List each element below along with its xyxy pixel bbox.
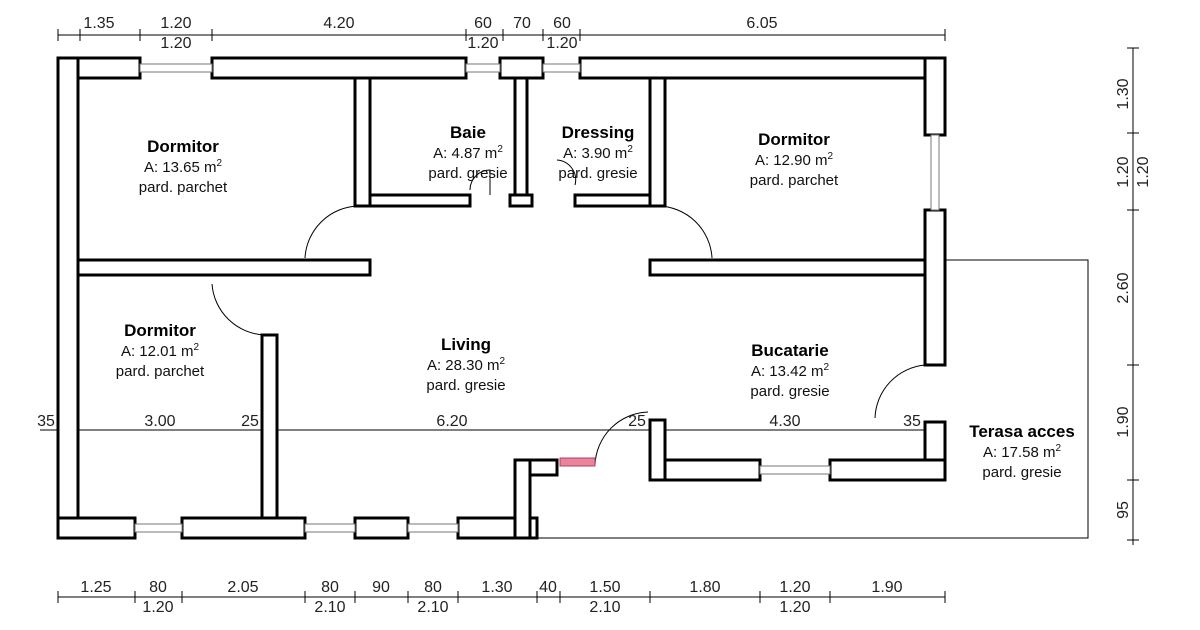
room-area: A: 17.58 m2	[983, 443, 1062, 461]
dim-mid: 35	[903, 413, 921, 430]
dim-mid: 25	[241, 413, 259, 430]
room-name: Dormitor	[124, 321, 196, 340]
room-label: Living A: 28.30 m2 pard. gresie	[426, 335, 505, 394]
dim-right: 2.60	[1115, 272, 1132, 303]
room-label: Dormitor A: 13.65 m2 pard. parchet	[139, 137, 228, 196]
dim-bottom: 80	[149, 579, 167, 596]
room-floor: pard. parchet	[139, 179, 228, 196]
room-area: A: 13.42 m2	[751, 362, 830, 380]
terrace-outline	[537, 259, 1089, 539]
room-area: A: 28.30 m2	[427, 356, 506, 374]
dim-right: 1.20	[1115, 156, 1132, 187]
room-floor: pard. parchet	[750, 172, 839, 189]
dim-top2: 1.20	[160, 35, 191, 52]
dim-bottom: 1.30	[481, 579, 512, 596]
room-floor: pard. gresie	[558, 165, 637, 182]
room-name: Dormitor	[147, 137, 219, 156]
room-label: Terasa acces A: 17.58 m2 pard. gresie	[969, 422, 1075, 481]
dim-top2: 1.20	[467, 35, 498, 52]
room-name: Living	[441, 335, 491, 354]
dim-bottom: 40	[539, 579, 557, 596]
room-name: Bucatarie	[751, 341, 828, 360]
dim-top: 1.20	[160, 15, 191, 32]
dim-bottom: 1.90	[871, 579, 902, 596]
dim-top: 1.35	[83, 15, 114, 32]
room-floor: pard. gresie	[750, 383, 829, 400]
dim-bottom2: 2.10	[314, 599, 345, 616]
dim-right2: 1.20	[1135, 156, 1152, 187]
dim-mid: 35	[37, 413, 55, 430]
room-label: Dressing A: 3.90 m2 pard. gresie	[558, 123, 637, 182]
room-floor: pard. gresie	[428, 165, 507, 182]
dim-top: 60	[474, 15, 492, 32]
walls	[56, 56, 947, 540]
room-name: Dressing	[562, 123, 635, 142]
room-area: A: 4.87 m2	[433, 144, 503, 162]
dim-bottom: 1.80	[689, 579, 720, 596]
entrance-door-leaf	[559, 457, 596, 467]
dimension-labels: 1.35 1.20 4.20 60 70 60 6.05 1.20 1.20 1…	[37, 15, 1152, 616]
dim-bottom: 90	[372, 579, 390, 596]
dim-mid: 6.20	[436, 413, 467, 430]
room-label: Dormitor A: 12.90 m2 pard. parchet	[750, 130, 839, 189]
dim-top: 70	[513, 15, 531, 32]
room-area: A: 12.01 m2	[121, 342, 200, 360]
room-name: Baie	[450, 123, 486, 142]
room-floor: pard. parchet	[116, 363, 205, 380]
dim-top: 4.20	[323, 15, 354, 32]
dim-right: 95	[1115, 501, 1132, 519]
dim-mid: 3.00	[144, 413, 175, 430]
dim-right: 1.90	[1115, 406, 1132, 437]
room-area: A: 3.90 m2	[563, 144, 633, 162]
dim-bottom: 1.25	[80, 579, 111, 596]
room-name: Dormitor	[758, 130, 830, 149]
dim-bottom: 80	[424, 579, 442, 596]
room-floor: pard. gresie	[982, 464, 1061, 481]
dim-bottom: 1.20	[779, 579, 810, 596]
room-label: Bucatarie A: 13.42 m2 pard. gresie	[750, 341, 829, 400]
dim-top: 60	[553, 15, 571, 32]
doors	[211, 159, 926, 467]
room-label: Baie A: 4.87 m2 pard. gresie	[428, 123, 507, 182]
room-label: Dormitor A: 12.01 m2 pard. parchet	[116, 321, 205, 380]
dim-bottom: 80	[321, 579, 339, 596]
dim-bottom: 1.50	[589, 579, 620, 596]
room-name: Terasa acces	[969, 422, 1075, 441]
room-area: A: 13.65 m2	[144, 158, 223, 176]
windows	[134, 63, 940, 533]
dim-bottom2: 2.10	[417, 599, 448, 616]
dim-mid: 25	[628, 413, 646, 430]
dim-mid: 4.30	[769, 413, 800, 430]
dim-bottom2: 2.10	[589, 599, 620, 616]
room-floor: pard. gresie	[426, 377, 505, 394]
dimension-lines	[40, 29, 1139, 603]
room-area: A: 12.90 m2	[755, 151, 834, 169]
dim-bottom2: 1.20	[142, 599, 173, 616]
dim-bottom: 2.05	[227, 579, 258, 596]
dim-top: 6.05	[746, 15, 777, 32]
dim-top2: 1.20	[546, 35, 577, 52]
dim-bottom2: 1.20	[779, 599, 810, 616]
dim-right: 1.30	[1115, 78, 1132, 109]
